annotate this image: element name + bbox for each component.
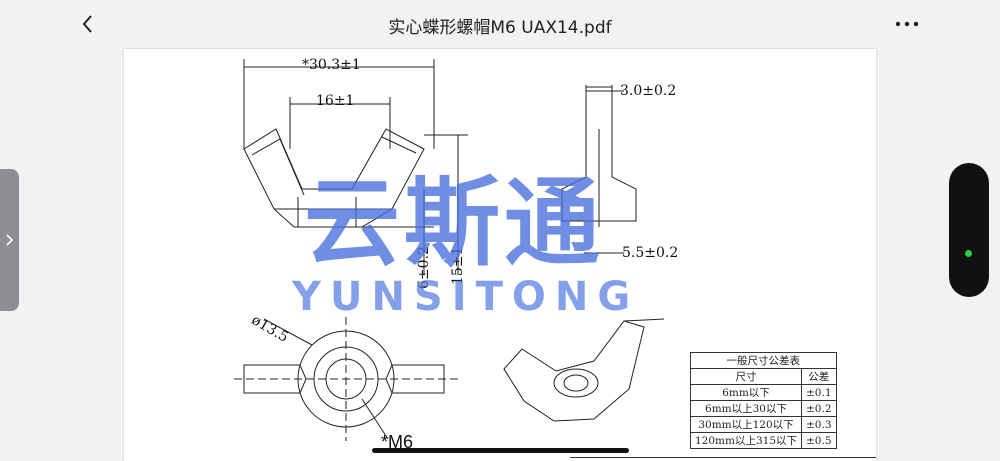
watermark-en: YUNSITONG (292, 274, 640, 320)
status-indicator-dot (965, 250, 972, 257)
table-row: 6mm以上30以下 ±0.2 (690, 400, 837, 417)
table-cell: ±0.3 (801, 416, 837, 433)
table-cell: 120mm以上315以下 (690, 432, 802, 449)
table-header: 公差 (801, 368, 837, 385)
dim-overall-width: *30.3±1 (302, 57, 361, 73)
table-cell: 6mm以下 (690, 384, 802, 401)
table-cell: 6mm以上30以下 (690, 400, 802, 417)
more-horizontal-icon[interactable] (893, 14, 921, 34)
table-cell: ±0.1 (801, 384, 837, 401)
dim-base: 5.5±0.2 (622, 245, 679, 261)
document-title: 实心蝶形螺帽M6 UAX14.pdf (388, 18, 612, 38)
chevron-left-icon[interactable] (76, 12, 100, 36)
dim-inner-width: 16±1 (316, 93, 355, 109)
table-cell: ±0.2 (801, 400, 837, 417)
technical-drawing (234, 59, 665, 441)
table-row: 120mm以上315以下 ±0.5 (690, 432, 837, 449)
table-header: 尺寸 (690, 368, 802, 385)
tolerance-title: 一般尺寸公差表 (690, 352, 837, 369)
sidebar-expand-tab[interactable] (0, 169, 19, 311)
table-row: 6mm以下 ±0.1 (690, 384, 837, 401)
watermark-cn: 云斯通 (304, 167, 604, 279)
thread-label: *M6 (381, 432, 414, 452)
table-cell: ±0.5 (801, 432, 837, 449)
home-indicator[interactable] (372, 448, 629, 453)
pdf-page: *30.3±1 16±1 3.0±0.2 5.5±0.2 6±0.2 15±1 … (124, 49, 876, 461)
table-row: 30mm以上120以下 ±0.3 (690, 416, 837, 433)
table-cell: 30mm以上120以下 (690, 416, 802, 433)
side-control-pill[interactable] (949, 163, 989, 297)
tolerance-table: 一般尺寸公差表 尺寸 公差 6mm以下 ±0.1 6mm以上30以下 ±0.2 … (690, 352, 837, 449)
chevron-right-icon (6, 234, 14, 246)
dim-thickness: 3.0±0.2 (620, 83, 677, 99)
title-block-border (570, 457, 876, 461)
top-bar: 实心蝶形螺帽M6 UAX14.pdf (0, 0, 1000, 48)
